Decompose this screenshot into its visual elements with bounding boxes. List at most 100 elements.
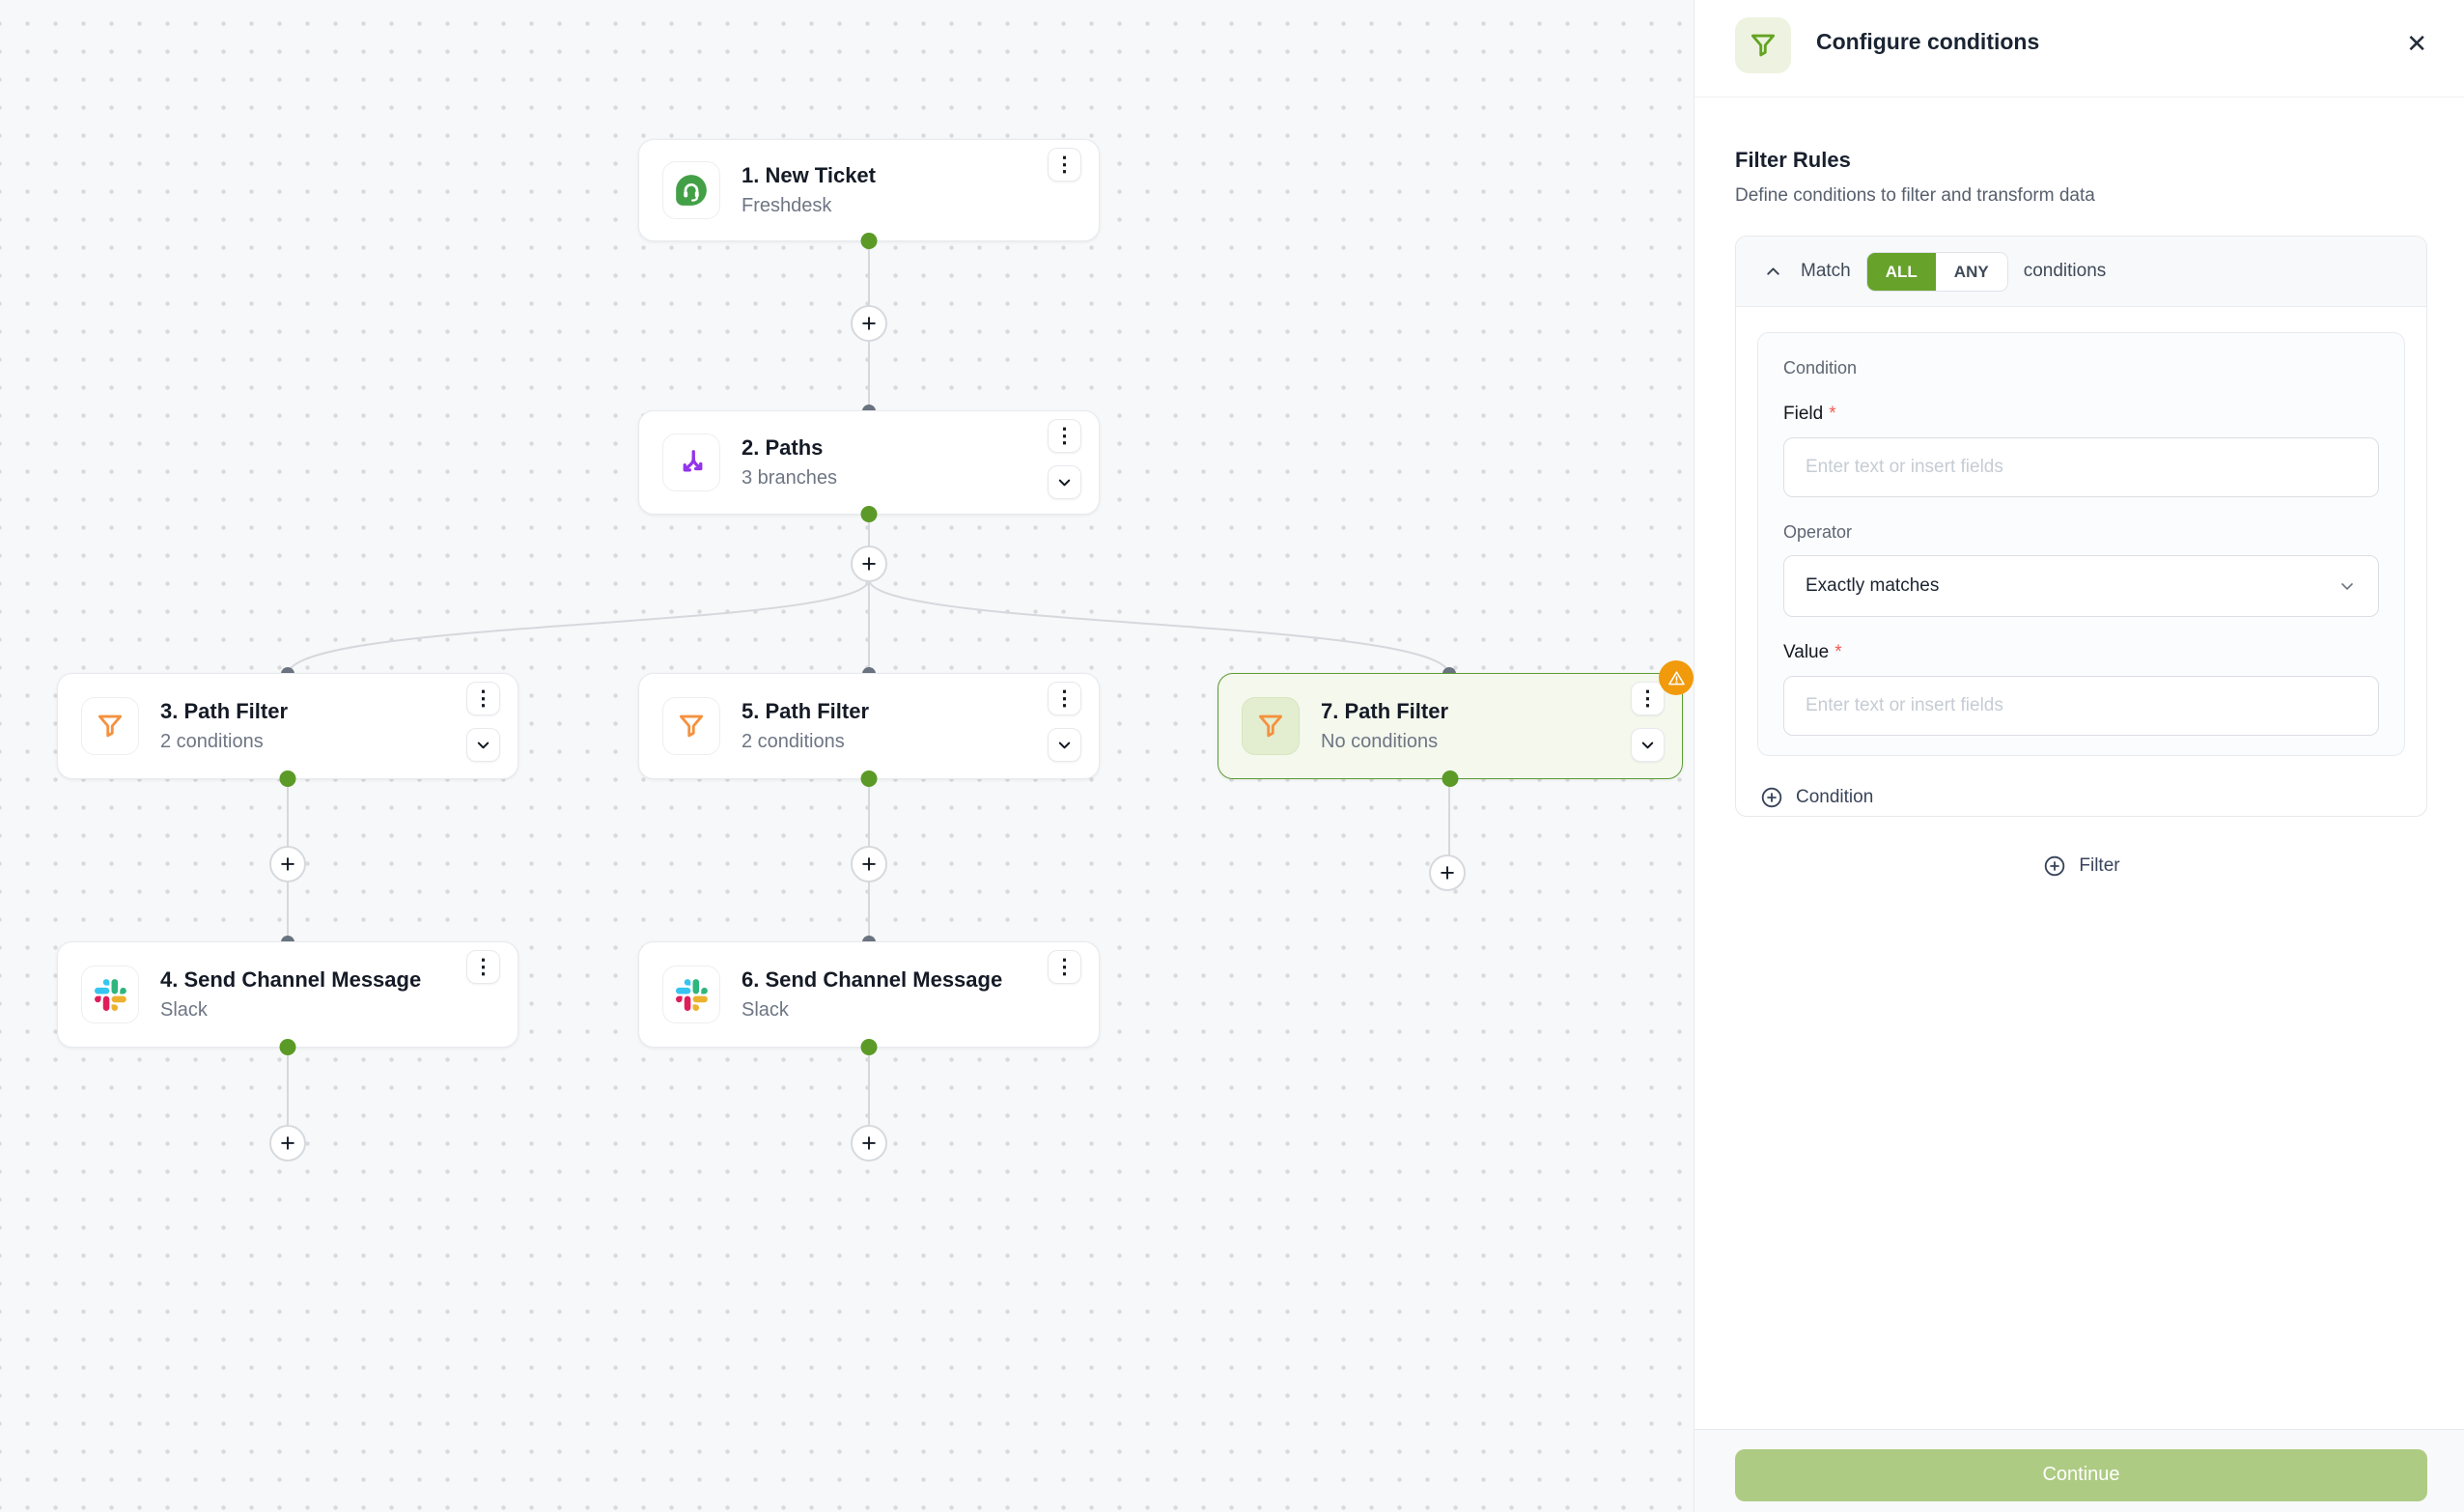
node-card-path-filter-7[interactable]: 7. Path Filter No conditions ⋮ — [1218, 660, 1694, 787]
continue-button[interactable]: Continue — [1735, 1448, 2427, 1501]
match-row: Match ALL ANY conditions — [1736, 237, 2426, 307]
operator-value: Exactly matches — [1806, 575, 1940, 596]
close-icon: ✕ — [2406, 29, 2427, 58]
node-subtitle: 3 branches — [742, 466, 837, 489]
output-connector-dot — [860, 233, 878, 249]
output-connector-dot — [279, 770, 296, 787]
required-asterisk: * — [1829, 404, 1836, 424]
node-menu-button[interactable]: ⋮ — [1631, 682, 1665, 715]
kebab-icon: ⋮ — [1054, 956, 1075, 978]
panel-header: Configure conditions ✕ — [1694, 0, 2464, 98]
node-title: 1. New Ticket — [742, 163, 876, 188]
filter-icon — [1735, 17, 1791, 73]
paths-icon — [662, 434, 720, 491]
close-button[interactable]: ✕ — [2402, 27, 2431, 60]
kebab-icon: ⋮ — [473, 956, 493, 978]
rules-heading: Filter Rules — [1735, 148, 1851, 172]
node-menu-button[interactable]: ⋮ — [1048, 682, 1081, 715]
plus-icon: + — [861, 1128, 877, 1158]
node-subtitle: Slack — [742, 998, 789, 1021]
add-filter-button[interactable]: Filter — [2042, 854, 2120, 879]
add-step-button[interactable]: + — [851, 546, 887, 582]
node-menu-button[interactable]: ⋮ — [1048, 419, 1081, 453]
match-mode-toggle: ALL ANY — [1865, 251, 2008, 292]
slack-icon — [81, 966, 139, 1023]
circle-plus-icon — [1761, 787, 1782, 808]
kebab-icon: ⋮ — [1638, 687, 1658, 710]
add-step-button[interactable]: + — [851, 846, 887, 882]
chevron-down-icon — [2341, 583, 2353, 590]
add-step-button[interactable]: + — [1429, 854, 1466, 891]
condition-label: Condition — [1783, 358, 1858, 378]
chevron-down-icon — [477, 742, 490, 749]
node-card-paths[interactable]: 2. Paths 3 branches ⋮ — [638, 410, 1100, 522]
node-card-send-channel-message-4[interactable]: 4. Send Channel Message Slack ⋮ — [57, 941, 518, 1055]
filter-icon — [1242, 697, 1300, 755]
node-collapse-button[interactable] — [1048, 728, 1081, 762]
node-card-send-channel-message-6[interactable]: 6. Send Channel Message Slack ⋮ — [638, 941, 1100, 1055]
add-condition-button[interactable]: Condition — [1759, 785, 1873, 810]
field-label: Field* — [1783, 404, 1836, 424]
workflow-canvas[interactable]: 1. New Ticket Freshdesk ⋮ 2. Paths 3 bra… — [0, 0, 1694, 1512]
required-asterisk: * — [1834, 642, 1842, 662]
node-subtitle: No conditions — [1321, 730, 1439, 752]
node-collapse-button[interactable] — [1048, 465, 1081, 499]
value-input[interactable] — [1783, 676, 2379, 736]
rules-subheading: Define conditions to filter and transfor… — [1735, 185, 2095, 206]
add-step-button[interactable]: + — [851, 1125, 887, 1162]
chevron-down-icon — [1641, 742, 1654, 749]
operator-select[interactable]: Exactly matches — [1783, 555, 2379, 617]
node-title: 3. Path Filter — [160, 699, 289, 724]
add-step-button[interactable]: + — [269, 846, 306, 882]
output-connector-dot — [860, 770, 878, 787]
node-subtitle: 2 conditions — [742, 730, 845, 752]
kebab-icon: ⋮ — [1054, 425, 1075, 447]
filter-rules-card: Match ALL ANY conditions Condition Field… — [1735, 236, 2427, 817]
node-subtitle: Slack — [160, 998, 208, 1021]
node-title: 2. Paths — [742, 435, 824, 461]
conditions-label: conditions — [2023, 261, 2107, 281]
node-menu-button[interactable]: ⋮ — [1048, 950, 1081, 984]
operator-label: Operator — [1783, 522, 1853, 542]
node-card-new-ticket[interactable]: 1. New Ticket Freshdesk ⋮ — [638, 139, 1100, 249]
node-title: 6. Send Channel Message — [742, 967, 1003, 993]
kebab-icon: ⋮ — [473, 687, 493, 710]
kebab-icon: ⋮ — [1054, 687, 1075, 710]
node-subtitle: Freshdesk — [742, 194, 832, 216]
add-step-button[interactable]: + — [269, 1125, 306, 1162]
match-any-button[interactable]: ANY — [1935, 252, 2007, 291]
node-menu-button[interactable]: ⋮ — [466, 682, 500, 715]
node-title: 7. Path Filter — [1321, 699, 1449, 724]
node-title: 5. Path Filter — [742, 699, 870, 724]
warning-triangle-icon — [1667, 670, 1685, 685]
panel-title: Configure conditions — [1816, 29, 2040, 54]
output-connector-dot — [1442, 770, 1459, 787]
node-subtitle: 2 conditions — [160, 730, 264, 752]
condition-card: Condition Field* Operator Exactly matche… — [1757, 332, 2405, 756]
match-label: Match — [1801, 261, 1851, 281]
plus-icon: + — [861, 548, 877, 578]
plus-icon: + — [280, 1128, 295, 1158]
node-menu-button[interactable]: ⋮ — [1048, 148, 1081, 182]
field-input[interactable] — [1783, 437, 2379, 497]
node-card-path-filter-5[interactable]: 5. Path Filter 2 conditions ⋮ — [638, 673, 1100, 787]
output-connector-dot — [860, 1039, 878, 1055]
match-all-button[interactable]: ALL — [1866, 252, 1936, 291]
warning-badge — [1659, 660, 1694, 695]
node-menu-button[interactable]: ⋮ — [466, 950, 500, 984]
config-panel: Configure conditions ✕ Filter Rules Defi… — [1694, 0, 2464, 1512]
panel-footer: Continue — [1694, 1429, 2464, 1512]
plus-icon: + — [861, 308, 877, 338]
node-collapse-button[interactable] — [466, 728, 500, 762]
plus-icon: + — [1440, 857, 1455, 887]
circle-plus-icon — [2045, 855, 2065, 877]
plus-icon: + — [280, 849, 295, 879]
kebab-icon: ⋮ — [1054, 154, 1075, 176]
collapse-rules-button[interactable] — [1761, 260, 1785, 284]
node-collapse-button[interactable] — [1631, 728, 1665, 762]
slack-icon — [662, 966, 720, 1023]
output-connector-dot — [279, 1039, 296, 1055]
add-step-button[interactable]: + — [851, 305, 887, 342]
node-card-path-filter-3[interactable]: 3. Path Filter 2 conditions ⋮ — [57, 673, 518, 787]
filter-icon — [81, 697, 139, 755]
